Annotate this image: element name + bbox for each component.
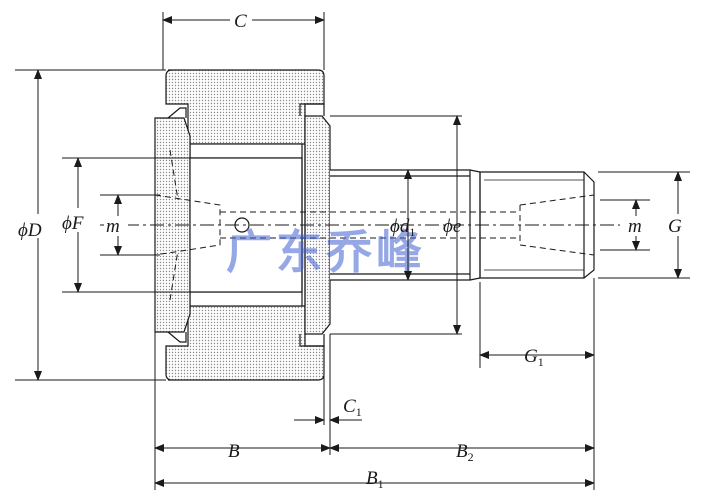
label-B1: B1 [366,468,384,491]
label-G1: G1 [524,346,544,369]
label-B: B [228,441,240,462]
label-phie: ϕe [443,216,461,237]
stud-flange [299,103,331,347]
label-C: C [234,11,247,32]
label-phiD: ϕD [18,220,42,241]
label-m-right: m [628,216,642,237]
outer-ring [165,69,325,381]
label-m-left: m [106,216,120,237]
watermark: 广东乔峰 [226,225,426,279]
label-C1: C1 [343,396,362,419]
label-phid1: ϕd1 [390,216,415,239]
dimension-labels: C ϕD ϕF m ϕd1 ϕe m G G1 C1 B B2 B1 [16,8,690,491]
label-B2: B2 [456,441,474,464]
label-G: G [668,216,682,237]
label-phiF: ϕF [62,213,84,234]
